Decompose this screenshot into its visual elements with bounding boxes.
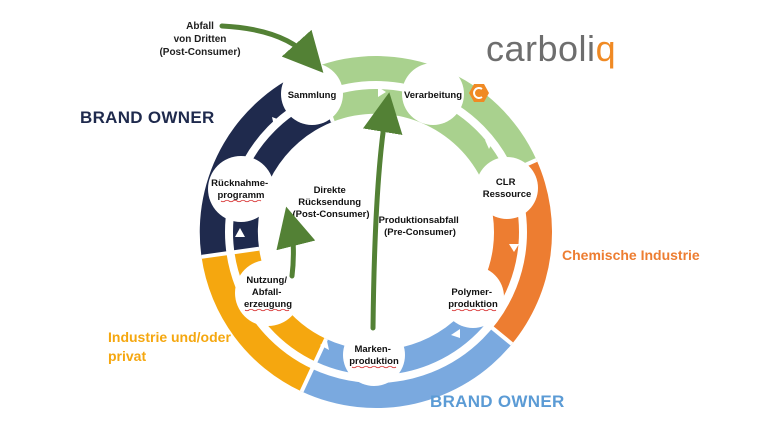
third-party-waste-label: Abfall von Dritten (Post-Consumer) (159, 21, 241, 58)
node-brand-label: Marken- produktion (349, 344, 399, 367)
node-takeback-label: Rücknahme- programm (211, 178, 271, 201)
node-brand-production (343, 324, 405, 386)
node-polymer-production (442, 266, 504, 328)
direct-return-label: Direkte Rücksendung (Post-Consumer) (292, 185, 369, 220)
node-use-label: Nutzung/ Abfall- erzeugung (244, 275, 292, 310)
node-processing (402, 63, 464, 125)
node-clr-label: CLR Ressource (483, 177, 532, 200)
brand-owner-top-label: BRAND OWNER (80, 108, 215, 127)
carboliq-logo: carboliq (486, 28, 617, 69)
node-polymer-label: Polymer- produktion (448, 287, 498, 310)
production-waste-arrow (362, 92, 403, 331)
spellcheck-underlines (220, 199, 497, 369)
chemical-industry-label: Chemische Industrie (562, 247, 700, 263)
carboliq-hexagon-icon (469, 84, 489, 102)
third-party-waste-arrow (219, 23, 324, 73)
industry-private-label: Industrie und/oder privat (108, 329, 231, 364)
node-takeback-program (208, 156, 274, 222)
brand-owner-bottom-label: BRAND OWNER (430, 392, 565, 411)
node-clr-resource (476, 157, 538, 219)
node-collection (281, 63, 343, 125)
direct-return-arrow (276, 206, 316, 279)
node-collection-label: Sammlung (288, 90, 337, 101)
production-waste-label: Produktionsabfall (Pre-Consumer) (379, 215, 462, 238)
node-processing-label: Verarbeitung (404, 90, 462, 101)
